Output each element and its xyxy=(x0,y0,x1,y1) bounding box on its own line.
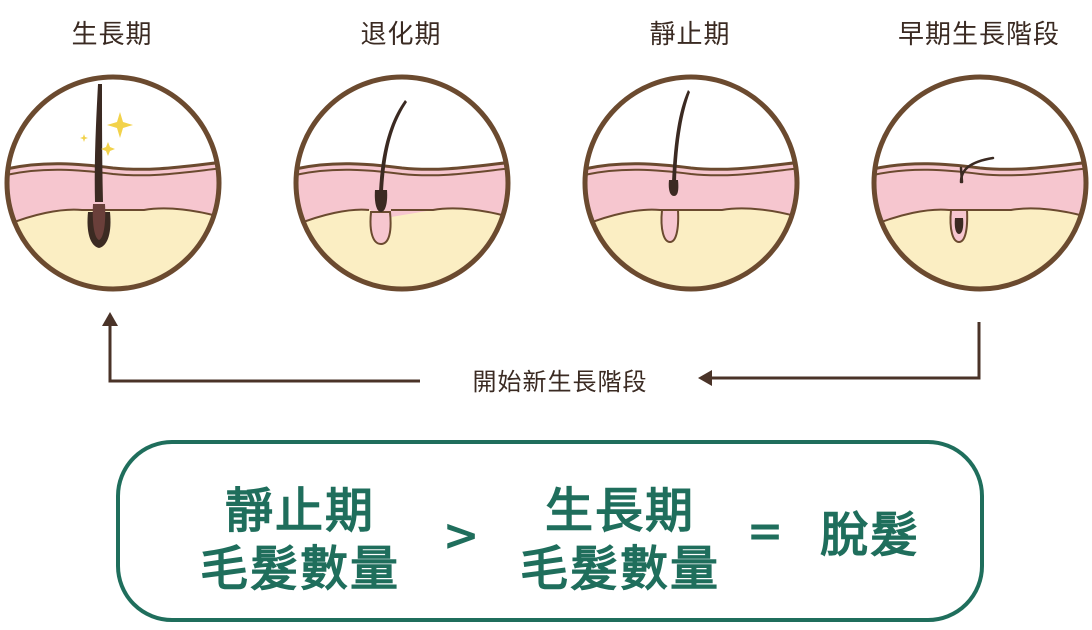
stage-label-anagen: 生長期 xyxy=(71,20,153,50)
anagen-illustration xyxy=(2,72,224,294)
formula-right-term: 生長期 毛髮數量 xyxy=(500,482,740,598)
stage-label-early-anagen: 早期生長階段 xyxy=(897,20,1060,50)
formula-left-line1: 靜止期 xyxy=(224,483,375,539)
hair-follicle-root xyxy=(369,211,392,246)
hair-club xyxy=(668,180,679,196)
formula-equals: = xyxy=(746,506,784,557)
sparkle-icon xyxy=(80,112,133,156)
hair-shaft xyxy=(94,84,103,202)
hair-follicle-root xyxy=(660,209,680,244)
new-hair-follicle xyxy=(954,218,964,234)
formula-result: 脫髮 xyxy=(819,507,920,563)
telogen-illustration xyxy=(580,72,802,294)
cycle-label: 開始新生長階段 xyxy=(430,362,690,397)
formula-right-line2: 毛髮數量 xyxy=(519,541,720,597)
early-anagen-illustration xyxy=(869,72,1091,294)
formula-box: 靜止期 毛髮數量 > 生長期 毛髮數量 = 脫髮 xyxy=(116,440,984,622)
formula-left-term: 靜止期 毛髮數量 xyxy=(180,482,420,598)
catagen-illustration xyxy=(291,72,513,294)
formula-left-line2: 毛髮數量 xyxy=(199,541,400,597)
formula-greater-than: > xyxy=(442,510,480,561)
hair-club xyxy=(374,190,388,212)
hair-shaft xyxy=(379,100,407,192)
hair-shaft xyxy=(672,90,690,182)
stage-label-catagen: 退化期 xyxy=(360,20,442,50)
stage-label-telogen: 靜止期 xyxy=(649,20,731,50)
formula-right-line1: 生長期 xyxy=(544,483,695,539)
